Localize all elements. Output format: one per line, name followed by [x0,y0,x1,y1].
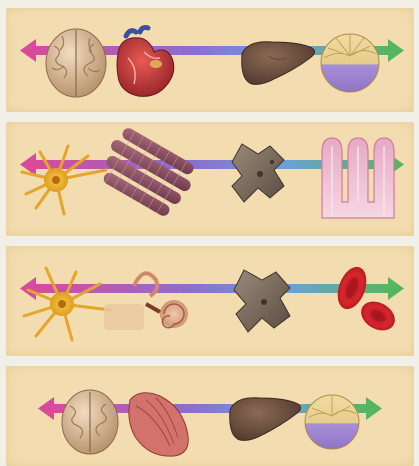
row-2-graphic [6,122,414,236]
inner-ear-icon [104,273,188,330]
liver-icon [230,398,301,441]
heart-icon [117,28,174,97]
fat-cell-icon [321,34,379,92]
row-4-graphic [6,366,414,466]
red-blood-cell-icon [332,263,400,336]
fat-cell-icon [305,395,359,449]
row-3-graphic [6,246,414,356]
panel-row-3 [6,246,414,356]
intestinal-villi-icon [322,138,394,218]
muscle-fiber-icon [93,124,201,221]
brain-icon [46,29,106,97]
muscle-sheet-icon [129,393,188,456]
panel-row-1 [6,8,414,112]
liver-icon [242,42,315,85]
neuron-icon [24,268,110,340]
panel-row-4 [6,366,414,466]
row-1-graphic [6,8,414,112]
panel-row-2 [6,122,414,236]
brain-icon [62,390,118,454]
bone-cell-icon [234,270,290,332]
bone-cell-icon [232,144,284,202]
